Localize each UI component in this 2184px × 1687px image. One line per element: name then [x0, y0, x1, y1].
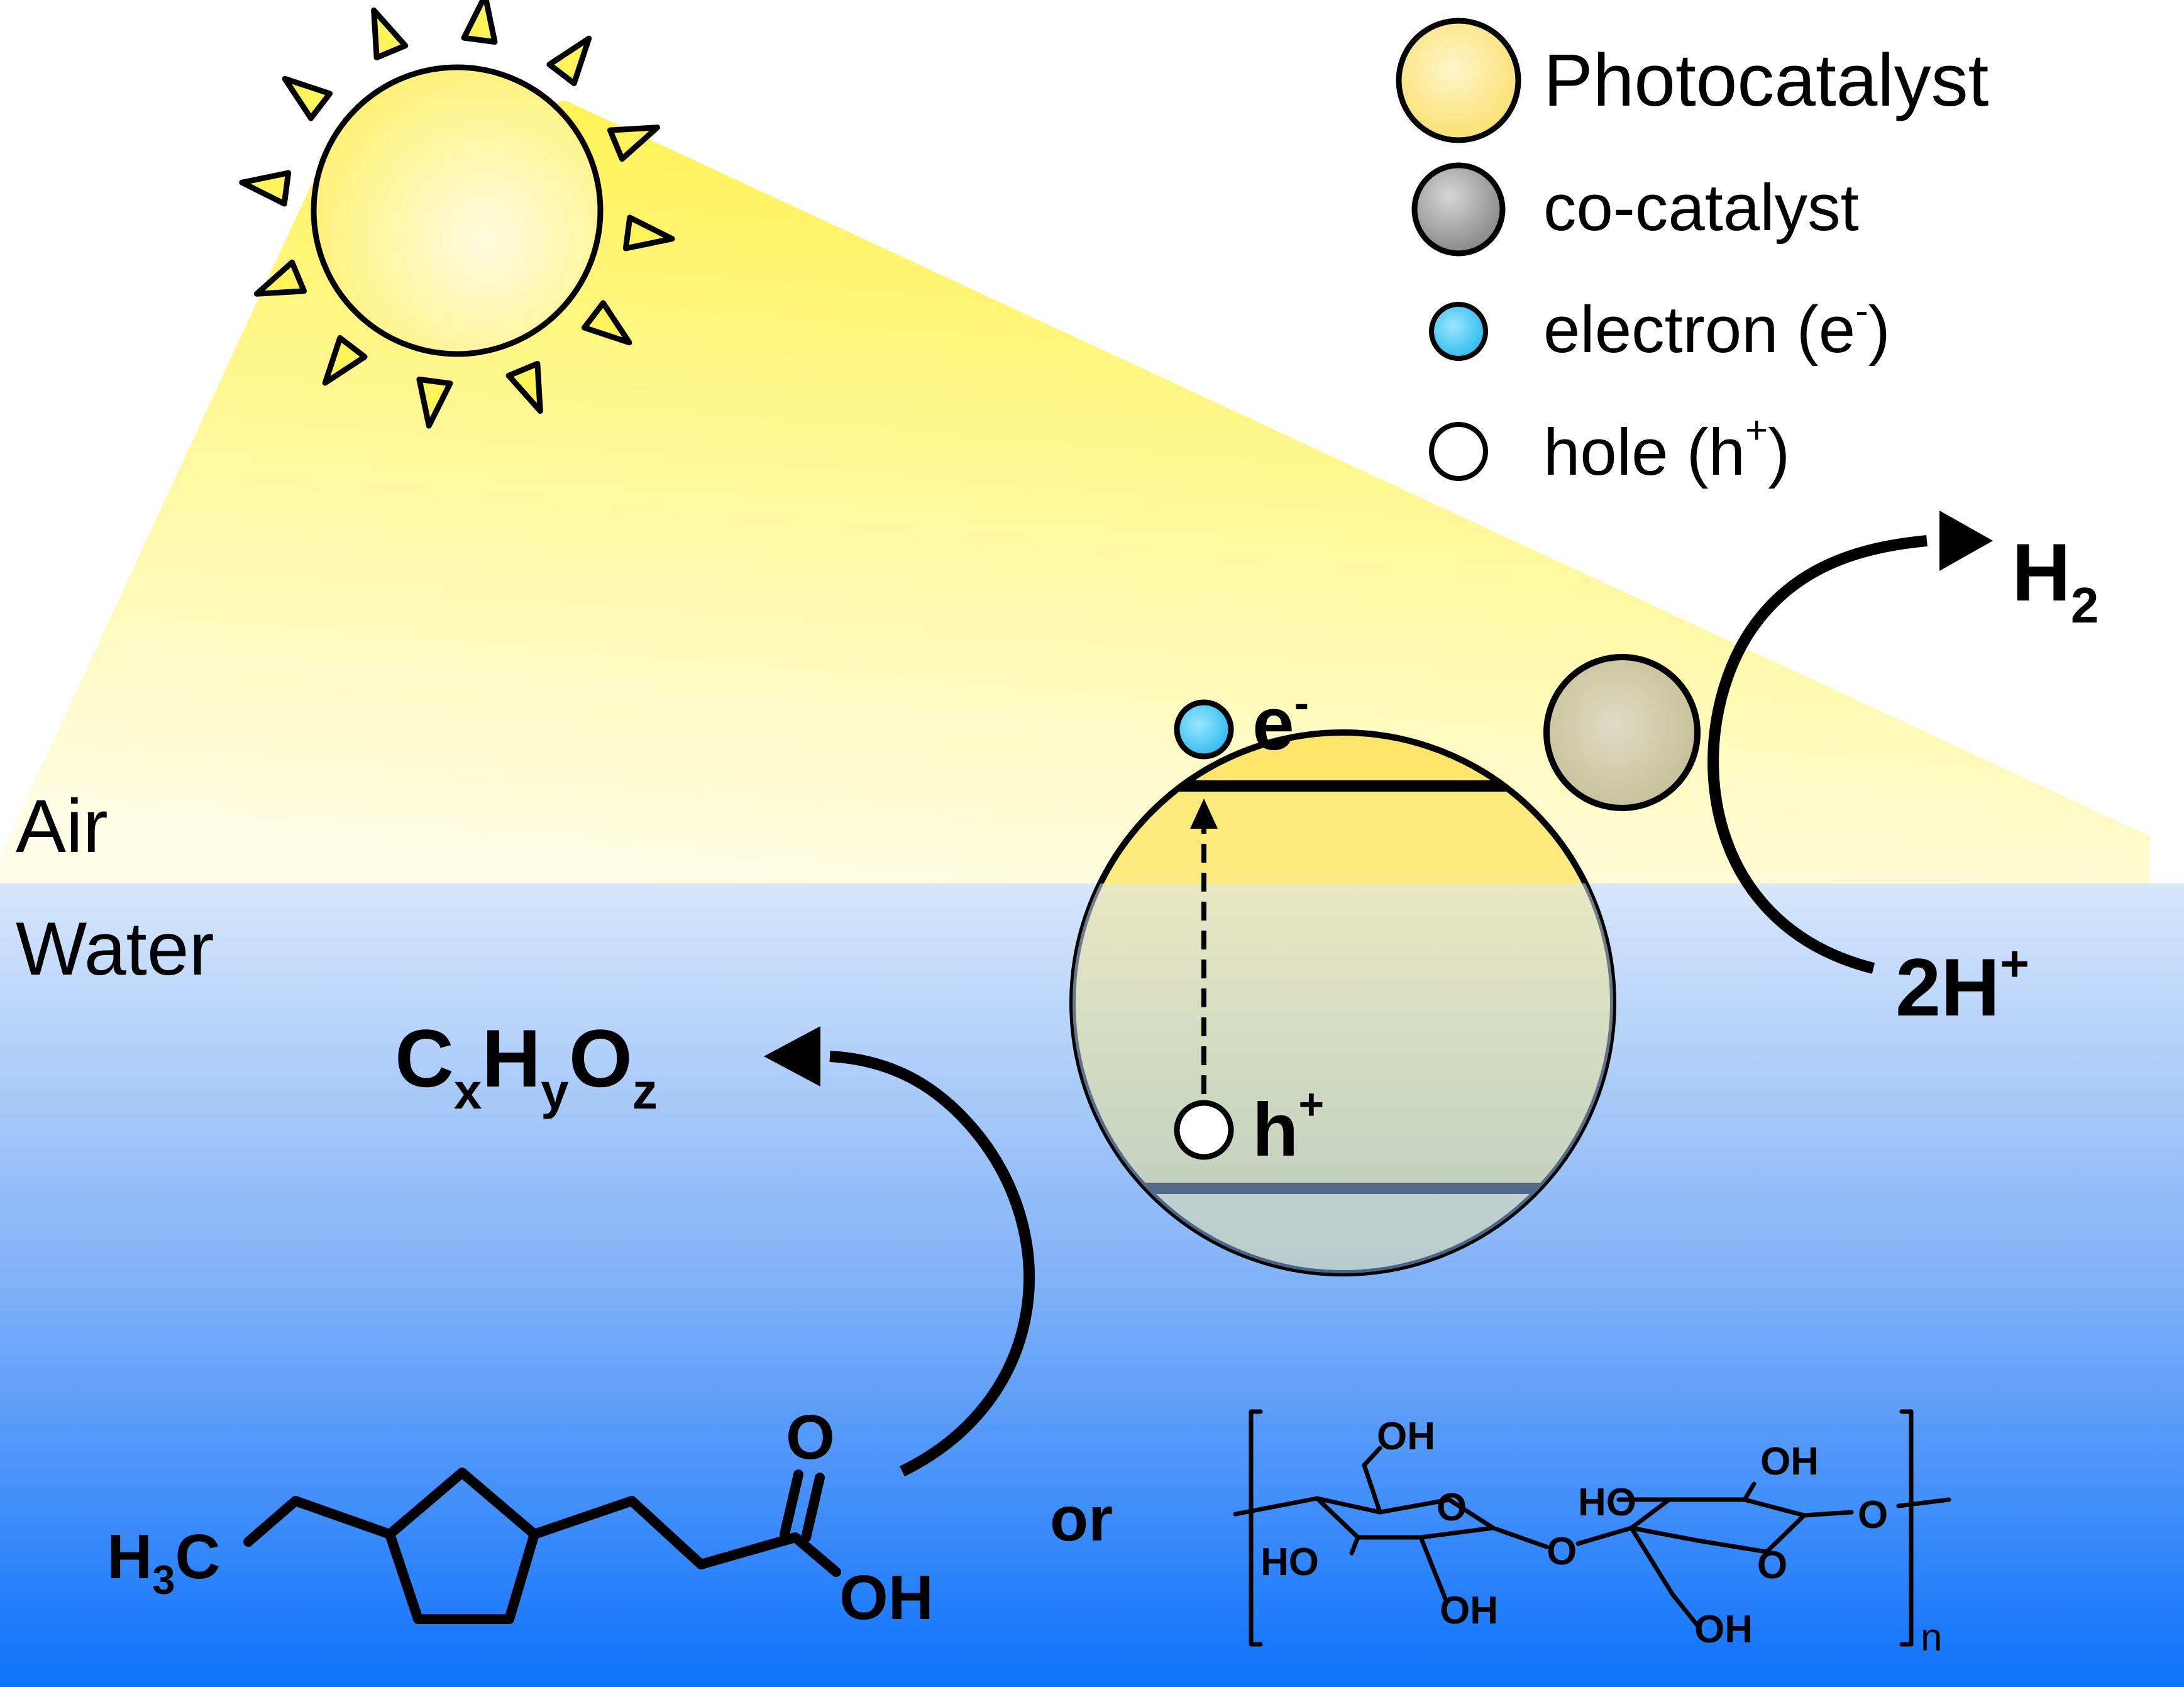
legend-hole-label: hole (h+) — [1543, 409, 1790, 489]
cellulose-molecule — [1233, 1409, 1951, 1647]
legend-photocatalyst-icon — [1396, 18, 1521, 143]
legend-electron-label: electron (e-) — [1543, 289, 1890, 367]
sun-ray — [622, 214, 675, 252]
legend-photocatalyst-label: Photocatalyst — [1543, 39, 1988, 122]
sun-ray — [416, 376, 453, 429]
oxidation-product-label: CxHyOz — [395, 1012, 658, 1119]
sun-ray — [239, 170, 292, 207]
cellulose-o-bridge: O — [1547, 1530, 1577, 1573]
carboxylic-acid-molecule — [243, 1468, 841, 1624]
sun-ray — [505, 360, 543, 414]
legend: Photocatalyst co-catalyst electron (e-) … — [1396, 18, 1988, 489]
sun-ray — [282, 75, 333, 121]
legend-hole-icon — [1429, 422, 1488, 481]
acid-carbonyl-o-label: O — [786, 1402, 835, 1473]
sun-ray — [581, 300, 632, 346]
cellulose-repeat-n: n — [1921, 1616, 1942, 1659]
cellulose-o-ring-right: O — [1757, 1544, 1787, 1587]
legend-cocatalyst-icon — [1411, 162, 1506, 257]
reduction-reactant-label: 2H+ — [1895, 936, 2029, 1033]
oxidation-arrow — [829, 1051, 1035, 1477]
cellulose-o-ring-left: O — [1437, 1486, 1467, 1529]
or-label: or — [1050, 1484, 1113, 1554]
air-label: Air — [16, 784, 108, 868]
particle-hole-label: h+ — [1252, 1080, 1324, 1172]
sun-ray — [546, 35, 592, 87]
acid-hydroxyl-label: OH — [839, 1563, 934, 1633]
sun-ray — [461, 0, 498, 45]
sun-ray — [371, 7, 409, 61]
legend-cocatalyst-label: co-catalyst — [1543, 171, 1859, 245]
cellulose-oh-bottom-left: OH — [1440, 1589, 1498, 1632]
particle-hole-icon — [1174, 1100, 1234, 1160]
cocatalyst-particle — [1543, 654, 1701, 811]
legend-electron-icon — [1429, 302, 1488, 361]
reduction-arrowhead — [1939, 511, 1993, 571]
sun-ray — [607, 124, 661, 162]
cellulose-labels: OH O HO OH O HO OH O OH O n — [1260, 1415, 1942, 1659]
acid-h3c-label: H3C — [107, 1522, 221, 1603]
particle-electron-label: e- — [1252, 678, 1309, 766]
cellulose-ho-left: HO — [1260, 1540, 1319, 1584]
cellulose-oh-bottom-right: OH — [1694, 1608, 1753, 1651]
excitation-arrowhead — [1190, 799, 1218, 829]
cellulose-o-end: O — [1858, 1493, 1888, 1537]
reduction-product-label: H2 — [2012, 526, 2099, 633]
sun-ray — [322, 335, 368, 386]
reduction-arrow — [1707, 535, 1928, 974]
cellulose-oh-top-left: OH — [1377, 1415, 1435, 1458]
cellulose-ho-right: HO — [1578, 1481, 1636, 1524]
oxidation-arrowhead — [764, 1026, 820, 1087]
water-label: Water — [16, 907, 214, 991]
sun-icon — [239, 0, 675, 429]
particle-electron-icon — [1174, 699, 1234, 760]
cellulose-oh-top-right: OH — [1760, 1440, 1819, 1483]
sun-ray — [253, 259, 307, 297]
